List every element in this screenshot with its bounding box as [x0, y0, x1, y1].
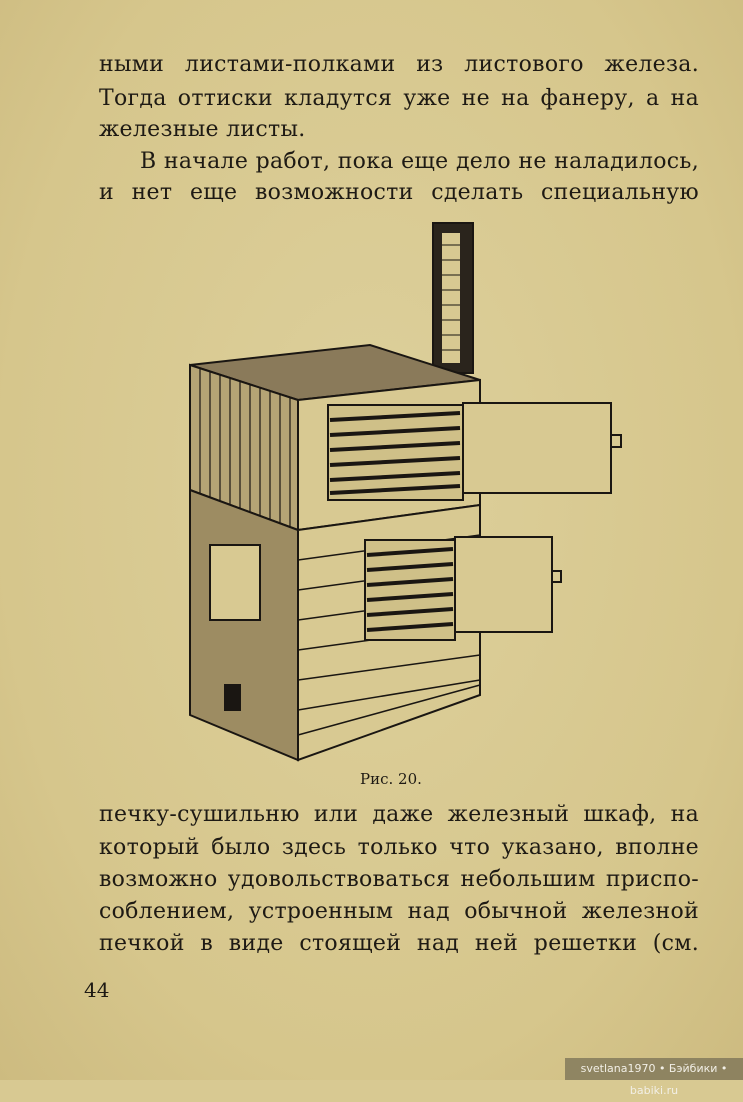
text-line: который было здесь только что указано, в…	[99, 835, 699, 860]
watermark: svetlana1970 • Бэйбики • babiki.ru	[565, 1058, 743, 1097]
text-line: В начале работ, пока еще дело не наладил…	[140, 149, 699, 174]
page-number: 44	[84, 978, 110, 1002]
text-line: возможно удовольствоваться небольшим при…	[99, 867, 699, 892]
stove-dryer-illustration	[189, 222, 622, 762]
text-line: железные листы.	[99, 117, 306, 142]
text-line: Тогда оттиски кладутся уже не на фанеру,…	[99, 86, 699, 111]
text-line: печкой в виде стоящей над ней решетки (с…	[99, 931, 699, 956]
text-line: ными листами-полками из листового железа…	[99, 52, 699, 77]
text-line: соблением, устроенным над обычной железн…	[99, 899, 699, 924]
text-line: и нет еще возможности сделать специальну…	[99, 180, 699, 205]
text-line: печку-сушильню или даже железный шкаф, н…	[99, 802, 699, 827]
figure-caption: Рис. 20.	[360, 770, 422, 788]
